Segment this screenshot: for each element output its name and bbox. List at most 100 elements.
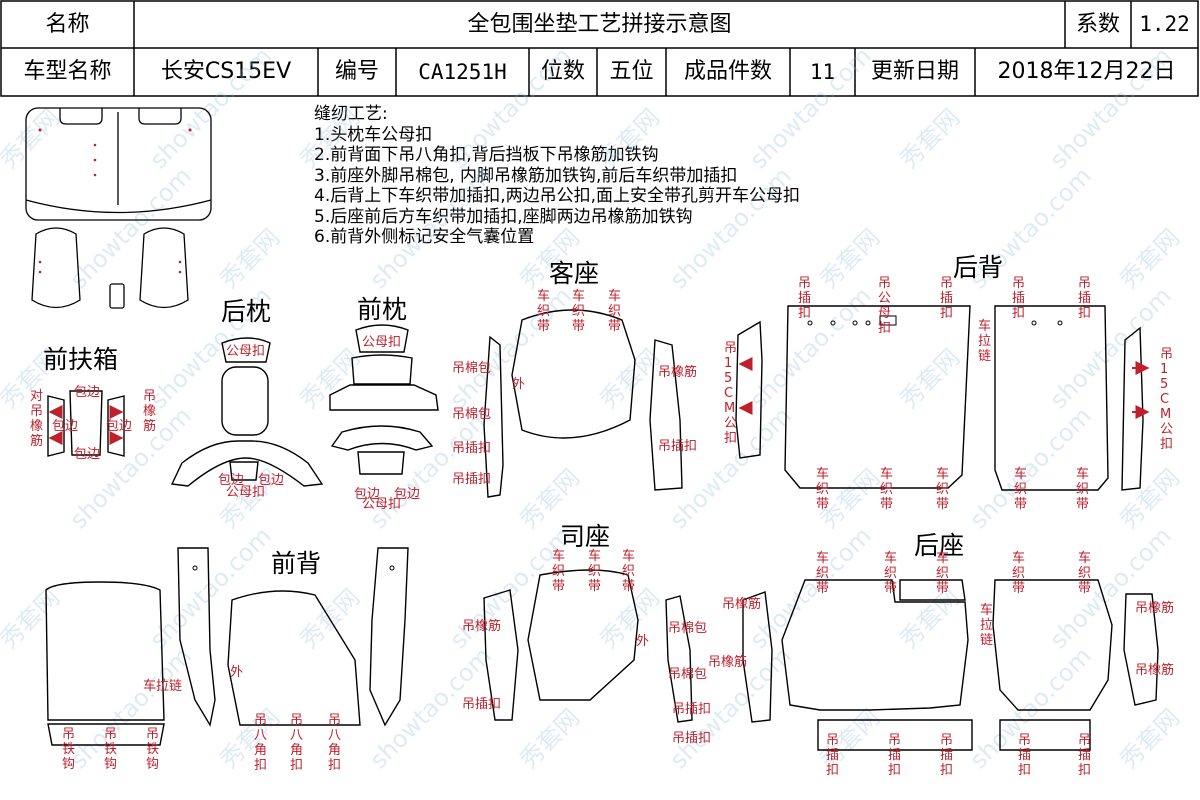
frontback-hook-3: 吊铁钩	[146, 727, 159, 772]
armrest-bottom-wrap-edge: 包边	[74, 447, 100, 462]
rearseat-strap-5: 车织带	[1078, 550, 1091, 596]
model-value: 长安CS15EV	[160, 59, 292, 84]
passenger-seat-title: 客座	[549, 259, 599, 288]
rearback-male-buckle: 吊公母扣	[878, 276, 891, 336]
front-headrest-bottom	[357, 451, 405, 475]
armrest-right-hang-rubber: 吊橡筋	[143, 389, 156, 434]
note-line-5: 5.后座前后方车织带加插扣,座脚两边吊橡筋加铁钩	[314, 206, 693, 227]
red-labels: 对吊橡筋吊橡筋包边包边包边包边公母扣包边包边公母扣公母扣包边包边公母扣车织带车织…	[30, 276, 1174, 778]
rearback-strap-2: 车织带	[880, 466, 893, 512]
rear-headrest-top	[221, 337, 271, 363]
rear-back-right-panel	[994, 305, 1109, 491]
armrest-left-wrap-edge: 包边	[52, 419, 78, 434]
rearback-zipper: 车拉链	[978, 318, 991, 364]
front-headrest-wrap-edge-left: 包边	[354, 487, 380, 502]
code-label: 编号	[334, 59, 379, 84]
driver-strap-2: 车织带	[588, 548, 601, 594]
rearseat-strap-3: 车织带	[936, 550, 949, 596]
rear-headrest-wrap-edge-left: 包边	[218, 473, 244, 488]
armrest-left-flap	[47, 395, 65, 457]
passenger-strap-1: 车织带	[537, 288, 550, 334]
front-headrest-title: 前枕	[357, 295, 407, 324]
driver-hang-buckle-2: 吊插扣	[672, 702, 711, 717]
watermark-text: 秀套网	[214, 224, 285, 295]
armrest-center-piece	[69, 390, 103, 456]
rearseat-left-hang-rubber: 吊橡筋	[722, 596, 761, 612]
rear-headrest-wrap-edge-right: 包边	[258, 473, 284, 488]
rearseat-buckle-2: 吊插扣	[888, 733, 901, 778]
rearback-strap-3: 车织带	[936, 466, 949, 512]
frontback-hook-1: 吊铁钩	[62, 727, 75, 772]
model-label: 车型名称	[23, 59, 112, 84]
rearseat-strap-1: 车织带	[816, 550, 829, 596]
frontback-zipper: 车拉链	[143, 678, 182, 694]
driver-seat-right-side	[665, 595, 693, 723]
rear-seat-rear-band	[999, 719, 1091, 751]
watermark-text: showtao.com	[664, 162, 796, 294]
watermark-text: showtao.com	[744, 522, 876, 654]
date-value: 2018年12月22日	[997, 59, 1176, 84]
front-headrest-top	[355, 324, 409, 353]
note-line-2: 2.前背面下吊八角扣,背后挡板下吊橡筋加铁钩	[314, 145, 659, 165]
passenger-outer: 外	[512, 377, 525, 392]
seat-thumbnail	[25, 107, 212, 309]
rearseat-strap-4: 车织带	[1012, 550, 1025, 596]
watermark-text: 秀套网	[0, 584, 65, 655]
passenger-hang-buckle-2: 吊插扣	[452, 472, 491, 487]
note-line-6: 6.前背外侧标记安全气囊位置	[314, 227, 535, 247]
front-headrest-main	[329, 384, 439, 411]
armrest-right-wrap-edge: 包边	[106, 419, 132, 434]
frontback-octo-3: 吊八角扣	[328, 713, 341, 773]
rear-back-left-flap	[735, 320, 763, 459]
rear-headrest-top-male-female: 公母扣	[226, 344, 265, 359]
rearback-strap-4: 车织带	[1014, 466, 1027, 512]
driver-hang-rubber-2: 吊橡筋	[708, 654, 747, 670]
rear-back-left-panel	[784, 305, 971, 489]
rearseat-right-hang-rubber-2: 吊橡筋	[1135, 662, 1174, 678]
seats-label: 位数	[540, 59, 585, 84]
front-headrest-wrap-edge-right: 包边	[394, 487, 420, 502]
arrows	[48, 357, 1150, 445]
rear-seat-left-panel	[781, 579, 969, 711]
pieces-label: 成品件数	[683, 59, 772, 84]
header-grid	[0, 0, 1199, 97]
driver-strap-1: 车织带	[552, 548, 565, 594]
rear-headrest-bottom	[229, 461, 259, 481]
code-value: CA1251H	[418, 59, 507, 84]
driver-seat-title: 司座	[560, 522, 610, 551]
driver-hang-cotton-2: 吊棉包	[668, 667, 707, 682]
watermark-text: showtao.com	[444, 42, 576, 174]
rear-headrest-band	[170, 440, 324, 487]
note-line-4: 4.后背上下车织带加插扣,两边吊公扣,面上安全带孔剪开车公母扣	[314, 186, 801, 206]
front-back-title: 前背	[271, 549, 321, 578]
sewing-notes: 缝纫工艺: 1.头枕车公母扣 2.前背面下吊八角扣,背后挡板下吊橡筋加铁钩 3.…	[314, 104, 800, 248]
watermark-text: showtao.com	[444, 282, 576, 414]
watermark-text: 秀套网	[594, 104, 665, 175]
rear-headrest-title: 后枕	[221, 297, 271, 326]
front-headrest-side	[351, 354, 413, 385]
front-back-panel	[227, 590, 361, 726]
notes-heading: 缝纫工艺:	[314, 104, 388, 124]
watermark-text: 秀套网	[0, 104, 65, 175]
rearseat-strap-2: 车织带	[884, 550, 897, 596]
front-headrest-band	[330, 425, 434, 451]
watermark-text: 秀套网	[514, 704, 585, 775]
driver-hang-buckle-3: 吊插扣	[672, 731, 711, 746]
watermark-text: 秀套网	[894, 104, 965, 175]
rearseat-buckle-4: 吊插扣	[1018, 733, 1031, 778]
watermark-text: showtao.com	[364, 162, 496, 294]
armrest-left-hang-rubber: 对吊橡筋	[30, 389, 43, 449]
rear-seat-center-tab	[899, 579, 966, 601]
name-label: 名称	[45, 11, 90, 37]
watermark-text: showtao.com	[744, 42, 876, 174]
rear-back-title: 后背	[953, 253, 1003, 282]
coef-value: 1.22	[1139, 12, 1190, 36]
rearback-strap-1: 车织带	[816, 466, 829, 512]
section-titles: 前扶箱 后枕 前枕 客座 后背 前背 司座 后座	[43, 253, 1003, 578]
watermark-text: 秀套网	[294, 104, 365, 175]
rear-headrest-bottom-male-female: 公母扣	[226, 485, 265, 500]
driver-seat-left-side	[483, 589, 519, 721]
